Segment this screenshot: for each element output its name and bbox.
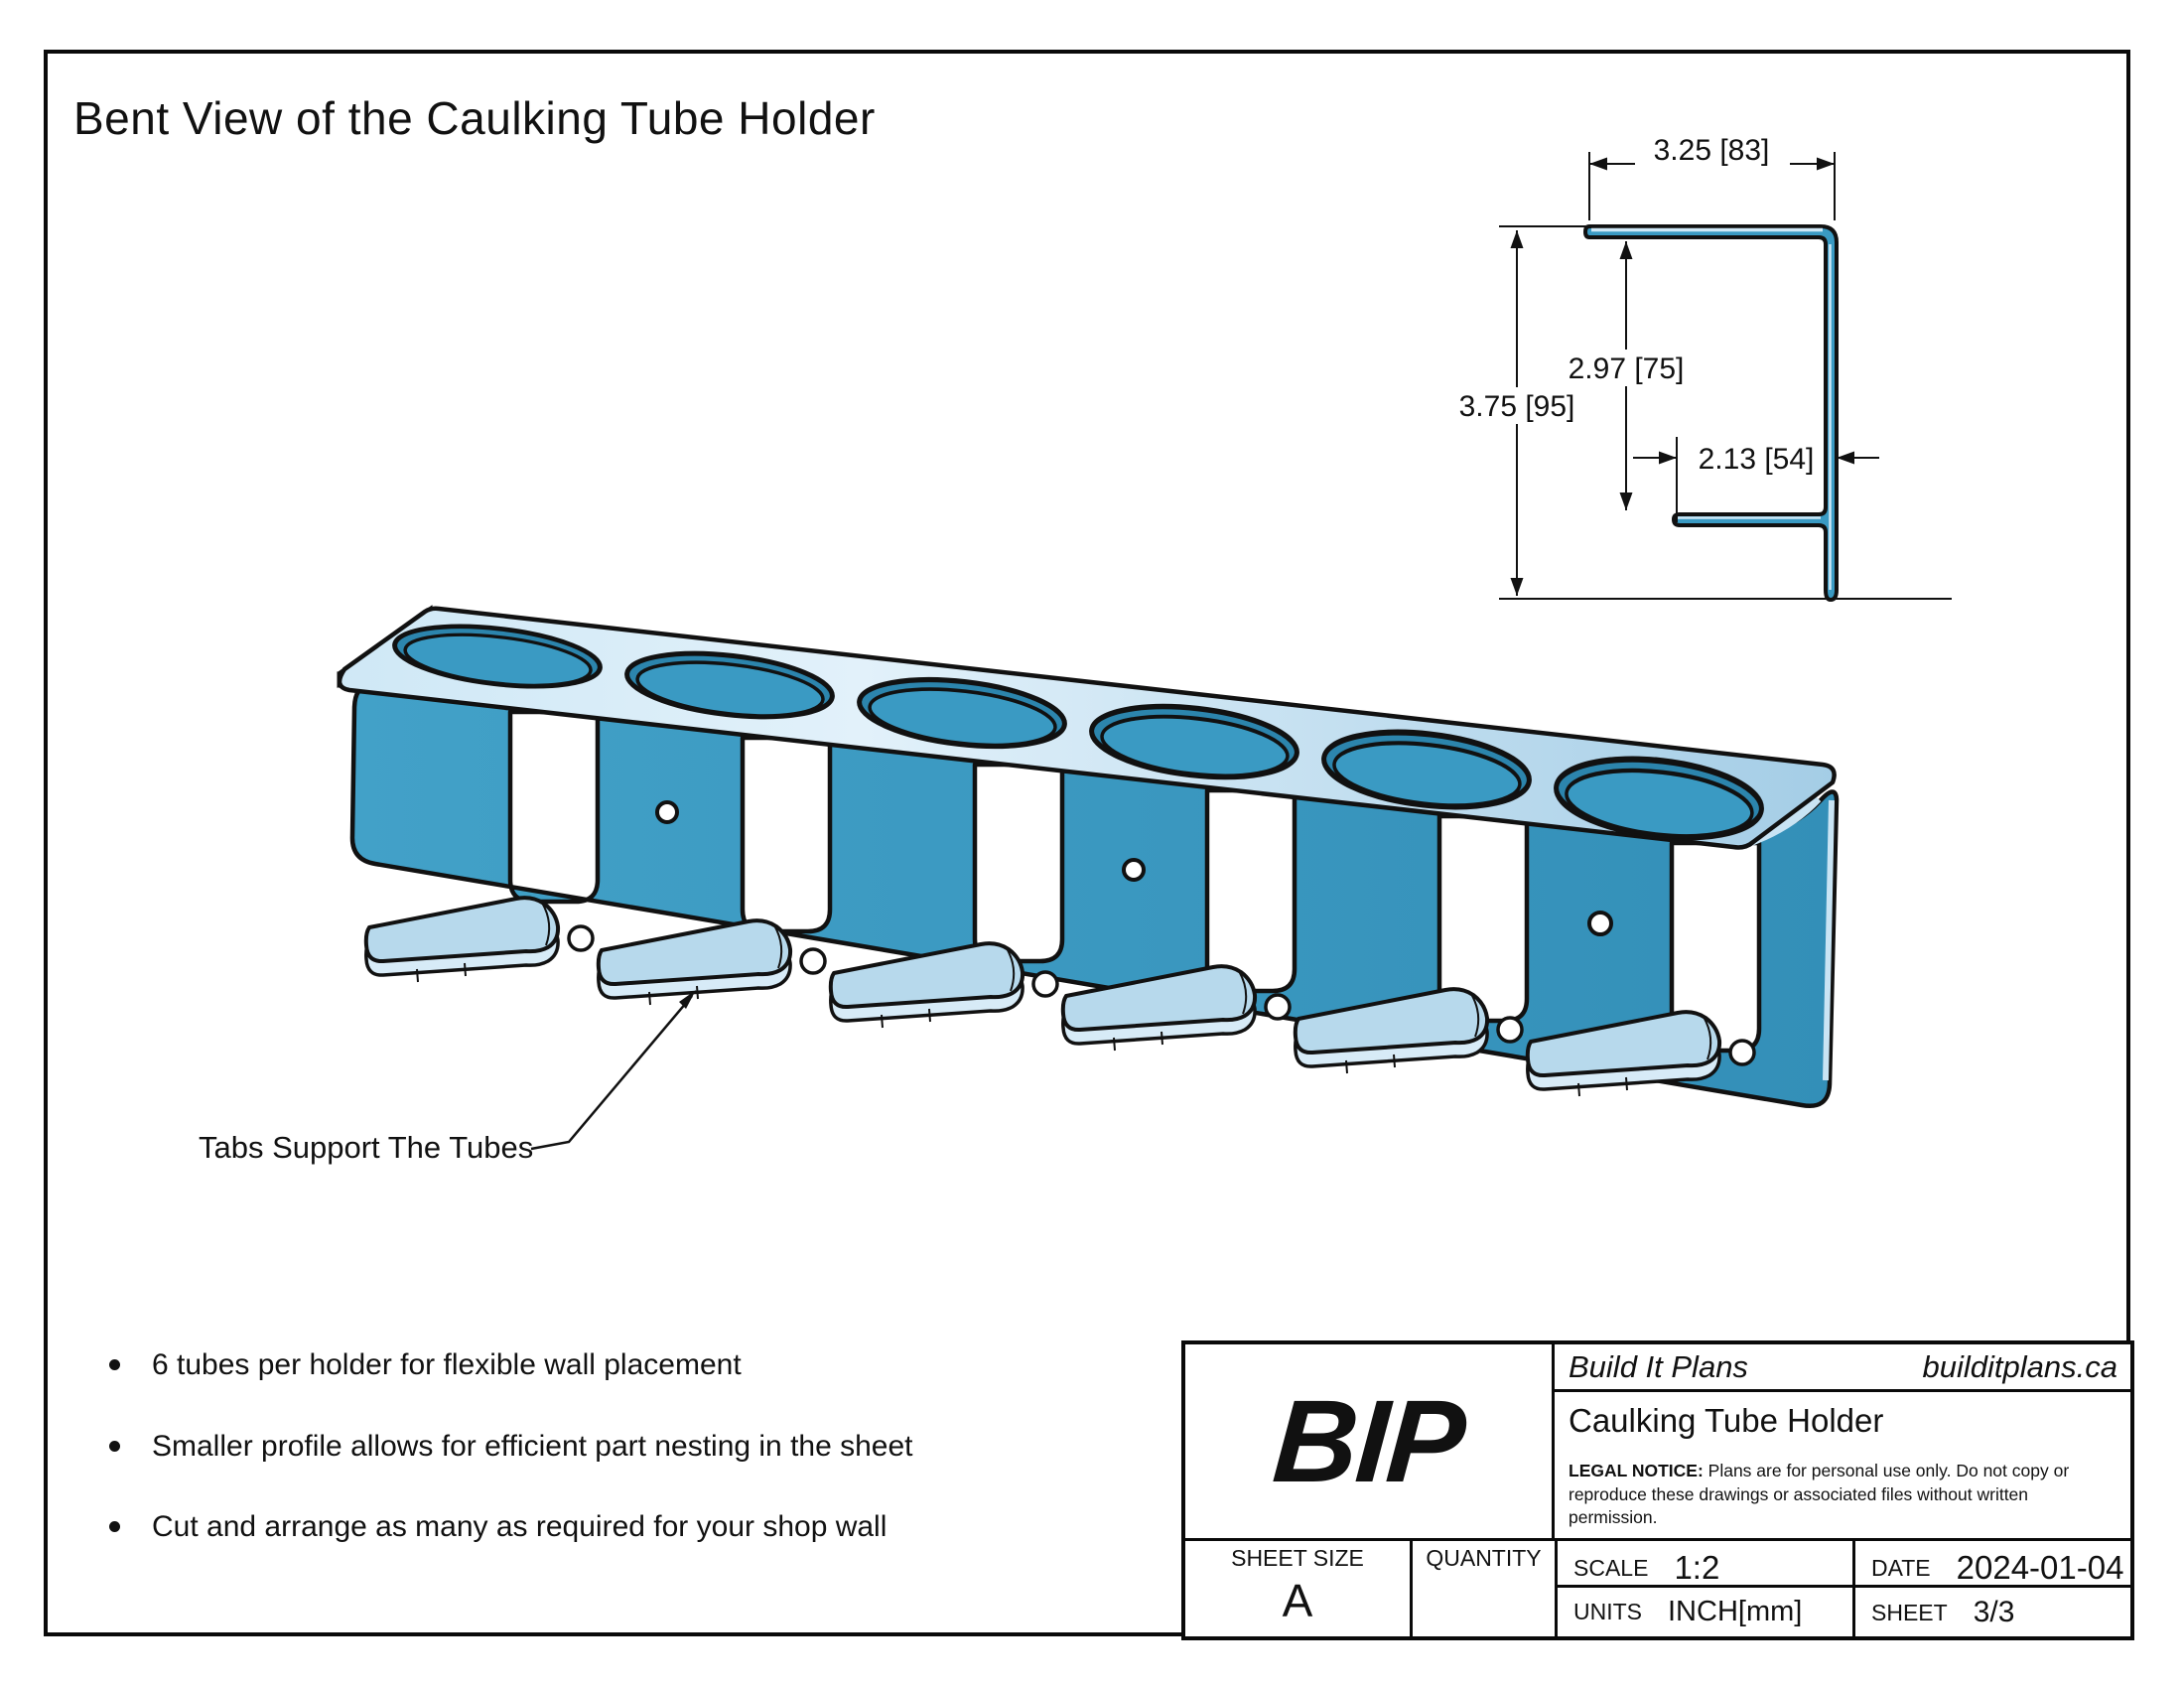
part-title-cell: Caulking Tube Holder LEGAL NOTICE: Plans… bbox=[1555, 1392, 2131, 1538]
side-view: 3.25 [83] 3.75 [95] 2.97 [75] bbox=[1441, 130, 1952, 602]
dim-inner-height: 2.97 [75] bbox=[1551, 241, 1703, 510]
brand-row: Build It Plans builditplans.ca bbox=[1555, 1344, 2131, 1392]
dim-total-height: 3.75 [95] bbox=[1441, 230, 1593, 596]
note-item-1: 6 tubes per holder for flexible wall pla… bbox=[109, 1348, 742, 1382]
date-cell: DATE 2024-01-04 bbox=[1855, 1538, 2131, 1588]
note-item-3: Cut and arrange as many as required for … bbox=[109, 1510, 887, 1544]
units-cell: UNITS INCH[mm] bbox=[1558, 1588, 1855, 1638]
quantity-cell: QUANTITY bbox=[1413, 1538, 1558, 1638]
quantity-label: QUANTITY bbox=[1426, 1545, 1542, 1571]
svg-text:3.25 [83]: 3.25 [83] bbox=[1654, 134, 1770, 167]
dim-flange-width: 3.25 [83] bbox=[1589, 130, 1835, 171]
note-text: Cut and arrange as many as required for … bbox=[152, 1510, 887, 1543]
holder-back-wall bbox=[349, 686, 1840, 1109]
legal-notice-label: LEGAL NOTICE: bbox=[1569, 1461, 1704, 1481]
sheet-number-value: 3/3 bbox=[1973, 1596, 2015, 1628]
legal-notice: LEGAL NOTICE: Plans are for personal use… bbox=[1569, 1460, 2121, 1530]
support-tab-1 bbox=[363, 896, 595, 984]
page-title: Bent View of the Caulking Tube Holder bbox=[73, 92, 876, 144]
note-item-2: Smaller profile allows for efficient par… bbox=[109, 1430, 913, 1464]
date-label: DATE bbox=[1871, 1554, 1931, 1581]
scale-value: 1:2 bbox=[1674, 1549, 1720, 1586]
mount-hole-1 bbox=[655, 800, 679, 824]
scale-cell: SCALE 1:2 bbox=[1558, 1538, 1855, 1588]
svg-text:2.97 [75]: 2.97 [75] bbox=[1569, 352, 1685, 385]
right-edge-highlight bbox=[1823, 799, 1835, 1081]
sheet-size-label: SHEET SIZE bbox=[1231, 1545, 1364, 1571]
logo-cell: BIP bbox=[1185, 1344, 1555, 1538]
sheet-border bbox=[44, 50, 2130, 1636]
bullet-icon bbox=[109, 1441, 120, 1452]
profile-outline bbox=[1583, 224, 1839, 602]
brand-name: Build It Plans bbox=[1569, 1348, 1748, 1384]
mount-hole-2 bbox=[1122, 858, 1146, 882]
iso-view: Tabs Support The Tubes bbox=[199, 605, 1840, 1165]
bullet-icon bbox=[109, 1359, 120, 1370]
sheet-number-cell: SHEET 3/3 bbox=[1855, 1588, 2131, 1638]
svg-text:3.75 [95]: 3.75 [95] bbox=[1459, 390, 1575, 423]
sheet-size-cell: SHEET SIZE A bbox=[1185, 1538, 1413, 1638]
scale-label: SCALE bbox=[1573, 1554, 1649, 1581]
note-text: Smaller profile allows for efficient par… bbox=[152, 1430, 913, 1463]
part-title: Caulking Tube Holder bbox=[1569, 1402, 1884, 1439]
legal-notice-text: Plans are for personal use only. Do not … bbox=[1569, 1461, 2070, 1528]
sheet-size-value: A bbox=[1282, 1575, 1313, 1626]
svg-text:2.13 [54]: 2.13 [54] bbox=[1699, 443, 1815, 476]
units-label: UNITS bbox=[1573, 1599, 1642, 1624]
bip-logo: BIP bbox=[1269, 1375, 1468, 1507]
dim-tab-length: 2.13 [54] bbox=[1633, 443, 1879, 476]
sheet-number-label: SHEET bbox=[1871, 1599, 1948, 1625]
tab-callout-leader bbox=[530, 990, 696, 1151]
tab-callout-label: Tabs Support The Tubes bbox=[199, 1130, 533, 1165]
bullet-icon bbox=[109, 1521, 120, 1532]
brand-website: builditplans.ca bbox=[1922, 1348, 2117, 1384]
mount-hole-3 bbox=[1587, 911, 1613, 936]
units-value: INCH[mm] bbox=[1668, 1596, 1803, 1627]
title-block: BIP Build It Plans builditplans.ca Caulk… bbox=[1181, 1340, 2134, 1640]
support-tab-3 bbox=[828, 941, 1059, 1030]
date-value: 2024-01-04 bbox=[1956, 1549, 2124, 1586]
note-text: 6 tubes per holder for flexible wall pla… bbox=[152, 1348, 742, 1381]
